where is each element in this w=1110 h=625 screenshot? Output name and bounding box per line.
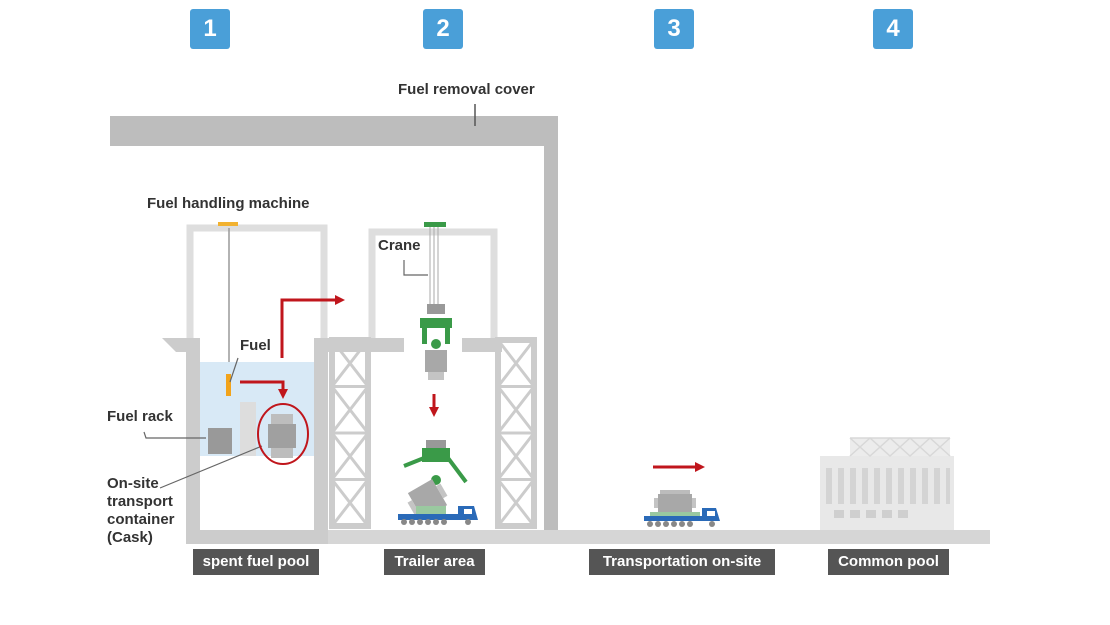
- cask-tilting-onto-trailer: [398, 440, 478, 525]
- step-3-badge: 3: [654, 9, 694, 49]
- stage-label-transportation-on-site: Transportation on-site: [589, 549, 775, 575]
- label-fuel-handling-machine: Fuel handling machine: [147, 195, 310, 212]
- fuel-rack: [208, 428, 232, 454]
- lattice-tower-right: [495, 337, 537, 529]
- lattice-tower-left: [329, 337, 371, 529]
- step-1-badge: 1: [190, 9, 230, 49]
- stage-label-spent-fuel-pool: spent fuel pool: [193, 549, 319, 575]
- cask-in-pool: [257, 403, 309, 465]
- arrow-pool-to-trailer-area: [280, 295, 345, 358]
- trailer-on-site: [644, 490, 720, 527]
- common-pool-building: [820, 436, 954, 530]
- label-cask-line-1: On-site: [107, 475, 159, 492]
- cask-highlight-circle: [257, 403, 309, 465]
- label-fuel-rack: Fuel rack: [107, 408, 173, 425]
- label-fuel-removal-cover: Fuel removal cover: [398, 81, 535, 98]
- spent-fuel-pool: [143, 338, 328, 544]
- stage-label-common-pool: Common pool: [828, 549, 949, 575]
- label-crane: Crane: [378, 237, 421, 254]
- step-4-badge: 4: [873, 9, 913, 49]
- fuel-assembly: [226, 374, 231, 396]
- label-cask-line-4: (Cask): [107, 529, 153, 546]
- label-cask-line-3: container: [107, 511, 175, 528]
- label-cask: On-site transport container (Cask): [107, 475, 175, 547]
- label-cask-line-2: transport: [107, 493, 173, 510]
- cask-on-crane: [420, 304, 452, 380]
- fuel-removal-cover: [110, 104, 558, 530]
- trailer-area-structure: [328, 222, 537, 529]
- ground-line: [320, 530, 990, 544]
- step-2-badge: 2: [423, 9, 463, 49]
- stage-label-trailer-area: Trailer area: [384, 549, 485, 575]
- fuel-handling-machine: [186, 222, 328, 378]
- flow-arrows: [240, 295, 705, 472]
- label-fuel: Fuel: [240, 337, 271, 354]
- arrow-fuel-to-cask: [240, 380, 288, 399]
